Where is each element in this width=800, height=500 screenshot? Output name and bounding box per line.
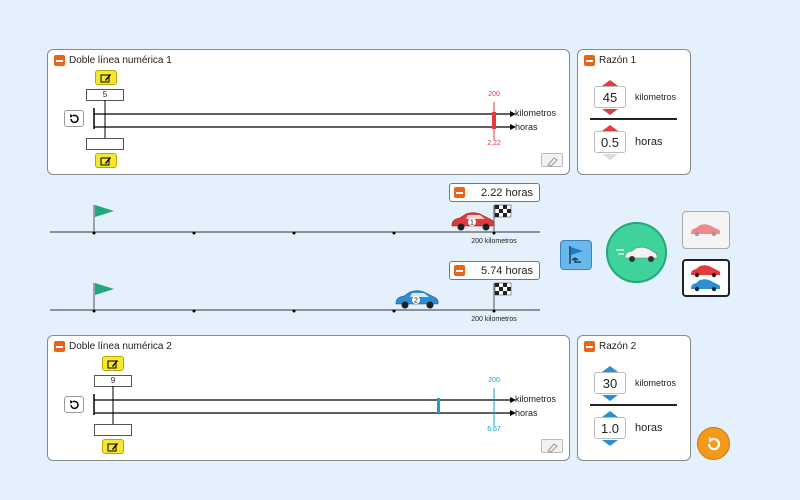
bottom-value-box xyxy=(86,138,124,150)
panel-2-title: Doble línea numérica 2 xyxy=(69,341,172,352)
both-cars-icon xyxy=(691,265,721,292)
hide-time-1-button[interactable] xyxy=(454,187,465,198)
race-2-time-value: 5.74 horas xyxy=(481,264,533,277)
ratio-1-divider xyxy=(590,118,677,120)
reset-all-icon xyxy=(707,436,720,450)
ratio-panel-1: Razón 1 45 kilometros 0.5 horas xyxy=(577,49,691,175)
race-car-2: 2 xyxy=(395,290,439,309)
return-to-start-button[interactable] xyxy=(560,240,592,270)
ratio-2-top-unit: kilometros xyxy=(635,378,677,388)
return-to-start-flag-icon xyxy=(569,246,583,264)
ratio-2-top-decrease[interactable] xyxy=(602,395,618,401)
pencil-icon xyxy=(107,359,118,368)
ratio-2-divider xyxy=(590,404,677,406)
number-line-1-graphic xyxy=(93,100,516,140)
collapse-panel-2-button[interactable] xyxy=(54,341,65,352)
pencil-icon xyxy=(100,156,111,165)
ratio-1-top-decrease[interactable] xyxy=(602,109,618,115)
race-car-1: 1 xyxy=(451,212,495,231)
end-top-value-label: 200 xyxy=(488,377,500,384)
ratio-2-header: Razón 2 xyxy=(584,341,636,352)
ratio-2-bottom-unit: horas xyxy=(635,422,663,434)
top-axis-label: kilometros xyxy=(515,394,557,404)
ratio-1-bottom-unit: horas xyxy=(635,136,663,148)
bottom-axis-label: horas xyxy=(515,408,538,418)
rotate-ccw-icon xyxy=(70,113,79,123)
collapse-panel-1-button[interactable] xyxy=(54,55,65,66)
single-car-icon xyxy=(691,224,721,237)
end-top-value-label: 200 xyxy=(488,91,500,98)
eraser-button[interactable] xyxy=(541,153,563,167)
panel-1-title: Doble línea numérica 1 xyxy=(69,55,172,66)
end-bottom-value-label: 6.67 xyxy=(487,426,501,433)
pencil-icon xyxy=(100,73,111,82)
number-line-2-graphic xyxy=(93,386,516,426)
reset-all-button[interactable] xyxy=(697,427,730,460)
edit-top-value-button[interactable] xyxy=(102,356,124,371)
ratio-2-bottom-value: 1.0 xyxy=(594,417,626,439)
ratio-1-bottom-increase[interactable] xyxy=(602,125,618,131)
race-1-time-label: 2.22 horas xyxy=(449,183,540,202)
end-bottom-value-label: 2.22 xyxy=(487,140,501,147)
ratio-1-top-value: 45 xyxy=(594,86,626,108)
rotate-ccw-icon xyxy=(70,399,79,409)
race-2-time-label: 5.74 horas xyxy=(449,261,540,280)
eraser-icon xyxy=(547,157,558,167)
edit-bottom-value-button[interactable] xyxy=(102,439,124,454)
ratio-2-bottom-decrease[interactable] xyxy=(602,440,618,446)
double-number-line-panel-2: Doble línea numérica 2 9 200 6.67 kilome… xyxy=(47,335,570,461)
hide-time-2-button[interactable] xyxy=(454,265,465,276)
edit-top-value-button[interactable] xyxy=(95,70,117,85)
pencil-icon xyxy=(107,442,118,451)
ratio-1-header: Razón 1 xyxy=(584,55,636,66)
reset-number-line-1-button[interactable] xyxy=(64,110,84,127)
reset-number-line-2-button[interactable] xyxy=(64,396,84,413)
ratio-2-top-value: 30 xyxy=(594,372,626,394)
panel-1-header: Doble línea numérica 1 xyxy=(54,55,172,66)
race-car-go-icon xyxy=(615,246,657,262)
ratio-2-title: Razón 2 xyxy=(599,341,637,352)
edit-bottom-value-button[interactable] xyxy=(95,153,117,168)
ratio-1-top-unit: kilometros xyxy=(635,92,677,102)
car-1-number: 1 xyxy=(470,220,474,227)
eraser-button[interactable] xyxy=(541,439,563,453)
ratio-1-bottom-decrease[interactable] xyxy=(602,154,618,160)
race-1-time-value: 2.22 horas xyxy=(481,186,533,199)
ratio-1-bottom-value: 0.5 xyxy=(594,131,626,153)
top-axis-label: kilometros xyxy=(515,108,557,118)
collapse-ratio-1-button[interactable] xyxy=(584,55,595,66)
ratio-1-top-increase[interactable] xyxy=(602,80,618,86)
bottom-value-box xyxy=(94,424,132,436)
bottom-axis-label: horas xyxy=(515,122,538,132)
single-car-mode-button[interactable] xyxy=(682,211,730,249)
ratio-2-top-increase[interactable] xyxy=(602,366,618,372)
go-button[interactable] xyxy=(606,222,667,283)
two-cars-mode-button[interactable] xyxy=(682,259,730,297)
car-2-number: 2 xyxy=(414,298,418,305)
ratio-2-bottom-increase[interactable] xyxy=(602,411,618,417)
ratio-1-title: Razón 1 xyxy=(599,55,637,66)
collapse-ratio-2-button[interactable] xyxy=(584,341,595,352)
eraser-icon xyxy=(547,443,558,453)
race-1-finish-label: 200 kilometros xyxy=(471,238,517,245)
ratio-panel-2: Razón 2 30 kilometros 1.0 horas xyxy=(577,335,691,461)
double-number-line-panel-1: Doble línea numérica 1 5 200 2.22 kilome… xyxy=(47,49,570,175)
panel-2-header: Doble línea numérica 2 xyxy=(54,341,172,352)
race-2-finish-label: 200 kilometros xyxy=(471,316,517,323)
